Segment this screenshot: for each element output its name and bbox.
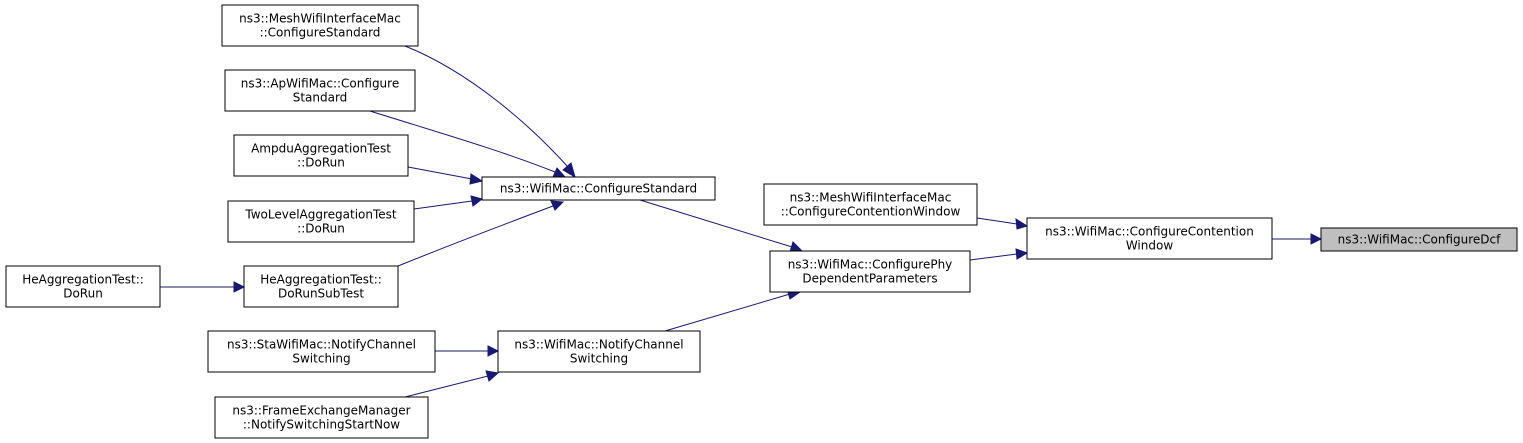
node-label-line: TwoLevelAggregationTest (244, 208, 397, 222)
arrowhead-icon (1015, 248, 1029, 260)
node-frame-exchange-manager-notify-switching[interactable]: ns3::FrameExchangeManager::NotifySwitchi… (214, 396, 429, 439)
edge-line (369, 110, 556, 173)
node-box (221, 4, 419, 47)
arrowhead-icon (469, 173, 484, 185)
node-box (214, 396, 429, 439)
node-box (481, 176, 716, 201)
node-mesh-configure-standard[interactable]: ns3::MeshWifiInterfaceMac::ConfigureStan… (221, 4, 419, 47)
node-label-line: ns3::StaWifiMac::NotifyChannel (227, 338, 416, 352)
arrowhead-icon (470, 195, 484, 207)
node-label-line: ns3::WifiMac::ConfigurePhy (788, 258, 953, 272)
edge-sta-notify-channel-switching-to-notify-channel-switching (435, 345, 500, 357)
edge-configure-contention-window-to-configure-dcf (1272, 233, 1323, 245)
node-box (1320, 227, 1518, 252)
edge-ampdu-aggregation-test-dorun-to-configure-standard (407, 166, 484, 185)
node-label-line: ns3::WifiMac::ConfigureStandard (500, 182, 697, 196)
edge-line (404, 45, 569, 168)
edge-line (404, 375, 489, 398)
node-label-line: DependentParameters (802, 272, 937, 286)
edge-line (397, 205, 554, 267)
node-label-line: ns3::MeshWifiInterfaceMac (239, 12, 401, 26)
node-label-line: ns3::WifiMac::ConfigureDcf (1338, 233, 1501, 247)
node-configure-phy-dependent-parameters[interactable]: ns3::WifiMac::ConfigurePhyDependentParam… (769, 250, 971, 293)
edge-line (407, 166, 473, 180)
edge-two-level-aggregation-test-dorun-to-configure-standard (413, 195, 484, 210)
node-configure-contention-window[interactable]: ns3::WifiMac::ConfigureContentionWindow (1026, 217, 1273, 260)
nodes-layer: ns3::WifiMac::ConfigureDcfns3::WifiMac::… (5, 4, 1518, 439)
arrowhead-icon (562, 162, 576, 179)
node-label-line: DoRun (63, 287, 103, 301)
node-label-line: ::NotifySwitchingStartNow (243, 418, 400, 432)
node-label-line: Switching (570, 352, 628, 366)
arrowhead-icon (1015, 218, 1029, 230)
node-box (243, 265, 399, 308)
node-label-line: ns3::WifiMac::NotifyChannel (514, 338, 683, 352)
node-box (233, 134, 409, 177)
node-box (5, 265, 161, 308)
node-ampdu-aggregation-test-dorun[interactable]: AmpduAggregationTest::DoRun (233, 134, 409, 177)
node-box (769, 250, 971, 293)
node-box (224, 69, 416, 112)
node-box (497, 330, 701, 373)
node-he-aggregation-test-dorun[interactable]: HeAggregationTest::DoRun (5, 265, 161, 308)
edges-layer (160, 45, 1323, 398)
edge-line (969, 253, 1018, 261)
node-label-line: ::DoRun (297, 222, 345, 236)
edge-he-aggregation-test-dorun-to-he-aggregation-test-dorunsubtest (160, 281, 246, 293)
node-box (1026, 217, 1273, 260)
edge-mesh-configure-contention-window-to-configure-contention-window (976, 217, 1029, 230)
node-label-line: ::DoRun (297, 156, 345, 170)
node-label-line: AmpduAggregationTest (251, 142, 391, 156)
node-label-line: Standard (293, 91, 348, 105)
arrowhead-icon (233, 281, 246, 293)
node-box (207, 330, 436, 373)
node-two-level-aggregation-test-dorun[interactable]: TwoLevelAggregationTest::DoRun (227, 200, 415, 243)
node-label-line: ns3::MeshWifiInterfaceMac (790, 191, 952, 205)
node-label-line: HeAggregationTest:: (22, 273, 144, 287)
node-label-line: ns3::WifiMac::ConfigureContention (1045, 225, 1254, 239)
node-label-line: Window (1126, 239, 1174, 253)
arrowhead-icon (487, 345, 500, 357)
node-box (227, 200, 415, 243)
node-label-line: ::ConfigureStandard (260, 26, 381, 40)
node-label-line: DoRunSubTest (278, 287, 364, 301)
node-mesh-configure-contention-window[interactable]: ns3::MeshWifiInterfaceMac::ConfigureCont… (763, 183, 978, 226)
edge-line (639, 199, 793, 248)
edge-line (664, 293, 791, 332)
arrowhead-icon (485, 370, 500, 382)
edge-configure-phy-dependent-parameters-to-configure-contention-window (969, 248, 1029, 261)
node-label-line: Switching (292, 352, 350, 366)
node-label-line: ns3::ApWifiMac::Configure (241, 77, 399, 91)
edge-notify-channel-switching-to-configure-phy-dependent-parameters (664, 288, 802, 332)
node-ap-configure-standard[interactable]: ns3::ApWifiMac::ConfigureStandard (224, 69, 416, 112)
node-he-aggregation-test-dorunsubtest[interactable]: HeAggregationTest::DoRunSubTest (243, 265, 399, 308)
edge-he-aggregation-test-dorunsubtest-to-configure-standard (397, 200, 565, 267)
node-configure-dcf[interactable]: ns3::WifiMac::ConfigureDcf (1320, 227, 1518, 252)
node-configure-standard[interactable]: ns3::WifiMac::ConfigureStandard (481, 176, 716, 201)
node-label-line: ::ConfigureContentionWindow (781, 205, 961, 219)
edge-line (413, 200, 473, 210)
arrowhead-icon (1310, 233, 1323, 245)
node-label-line: HeAggregationTest:: (260, 273, 382, 287)
edge-line (976, 217, 1018, 225)
node-label-line: ns3::FrameExchangeManager (232, 404, 410, 418)
node-box (763, 183, 978, 226)
arrowhead-icon (550, 200, 565, 211)
edge-mesh-configure-standard-to-configure-standard (404, 45, 576, 179)
edge-frame-exchange-manager-notify-switching-to-notify-channel-switching (404, 370, 500, 398)
